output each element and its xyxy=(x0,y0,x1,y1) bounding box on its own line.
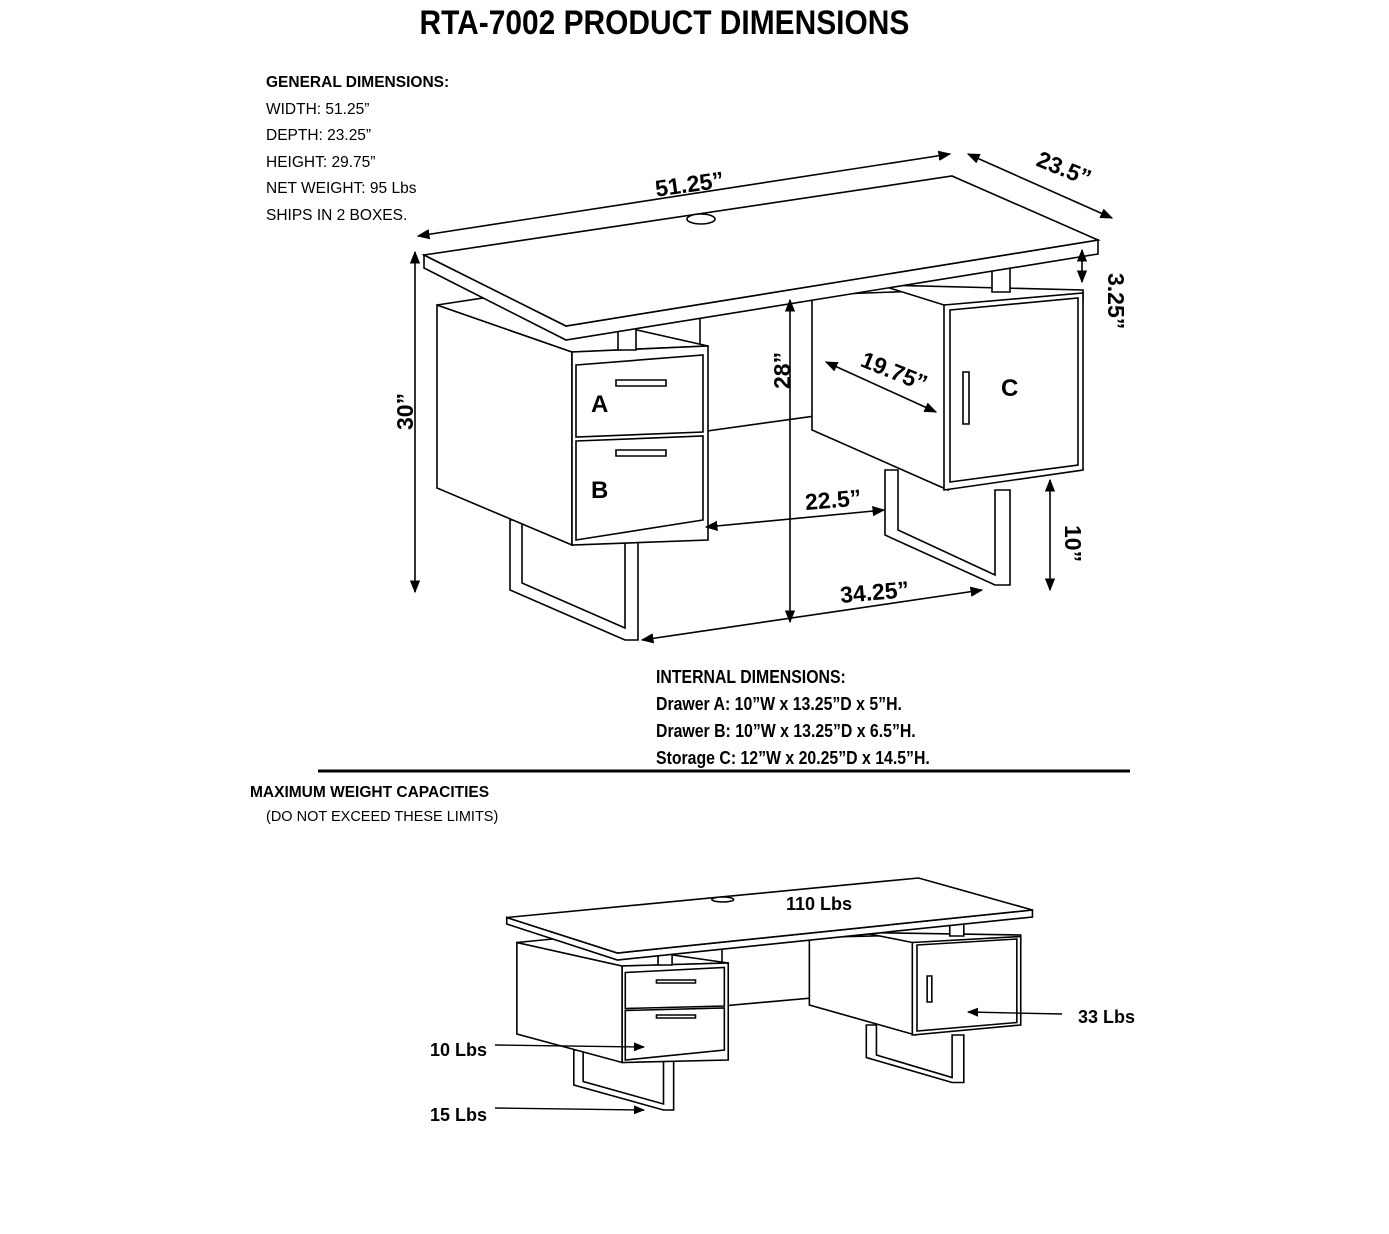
drawer-a-label: A xyxy=(591,391,608,418)
internal-line: Storage C: 12”W x 20.25”D x 14.5”H. xyxy=(656,748,930,768)
knee-width-label: 22.5” xyxy=(804,484,862,515)
page-title: RTA-7002 PRODUCT DIMENSIONS xyxy=(419,4,910,42)
capacities-note: (DO NOT EXCEED THESE LIMITS) xyxy=(266,809,499,825)
desk-dimension-drawing xyxy=(423,175,1099,641)
width-label: 51.25” xyxy=(653,166,725,201)
leg-span-arrow xyxy=(640,586,984,644)
knee-width-arrow xyxy=(704,505,886,532)
depth-arrow xyxy=(966,153,1114,219)
cabinet-depth-arrow xyxy=(824,361,938,413)
general-heading: GENERAL DIMENSIONS: xyxy=(266,74,450,91)
top-gap-label: 3.25” xyxy=(1103,273,1129,329)
general-line: NET WEIGHT: 95 Lbs xyxy=(266,180,417,197)
width-arrow xyxy=(416,150,952,240)
general-line: SHIPS IN 2 BOXES. xyxy=(266,206,408,224)
storage-c-pointer xyxy=(966,1007,1063,1017)
general-line: HEIGHT: 29.75” xyxy=(266,153,376,171)
general-line: WIDTH: 51.25” xyxy=(266,100,370,118)
general-dimensions: GENERAL DIMENSIONS: WIDTH: 51.25” DEPTH:… xyxy=(266,70,449,229)
knee-height-label: 28” xyxy=(769,352,795,389)
top-capacity: 110 Lbs xyxy=(786,894,852,914)
internal-line: Drawer B: 10”W x 13.25”D x 6.5”H. xyxy=(656,721,916,741)
drawer-b-label: B xyxy=(591,477,608,504)
internal-heading: INTERNAL DIMENSIONS: xyxy=(656,667,846,687)
desk-weight-drawing xyxy=(506,877,1034,1111)
drawer-a-capacity: 10 Lbs xyxy=(430,1040,487,1060)
storage-c-capacity: 33 Lbs xyxy=(1078,1007,1135,1027)
height-label: 30” xyxy=(392,393,418,430)
leg-height-label: 10” xyxy=(1060,525,1086,562)
depth-label: 23.5” xyxy=(1033,146,1095,191)
internal-dimensions: INTERNAL DIMENSIONS: Drawer A: 10”W x 13… xyxy=(656,664,930,772)
storage-c-label: C xyxy=(1001,375,1018,402)
drawer-b-capacity: 15 Lbs xyxy=(430,1105,487,1125)
drawer-b-pointer xyxy=(494,1105,646,1115)
internal-line: Drawer A: 10”W x 13.25”D x 5”H. xyxy=(656,694,902,714)
capacities-heading: MAXIMUM WEIGHT CAPACITIES xyxy=(250,784,490,801)
general-line: DEPTH: 23.25” xyxy=(266,127,372,144)
drawer-a-pointer xyxy=(494,1042,646,1052)
leg-span-label: 34.25” xyxy=(839,576,910,608)
